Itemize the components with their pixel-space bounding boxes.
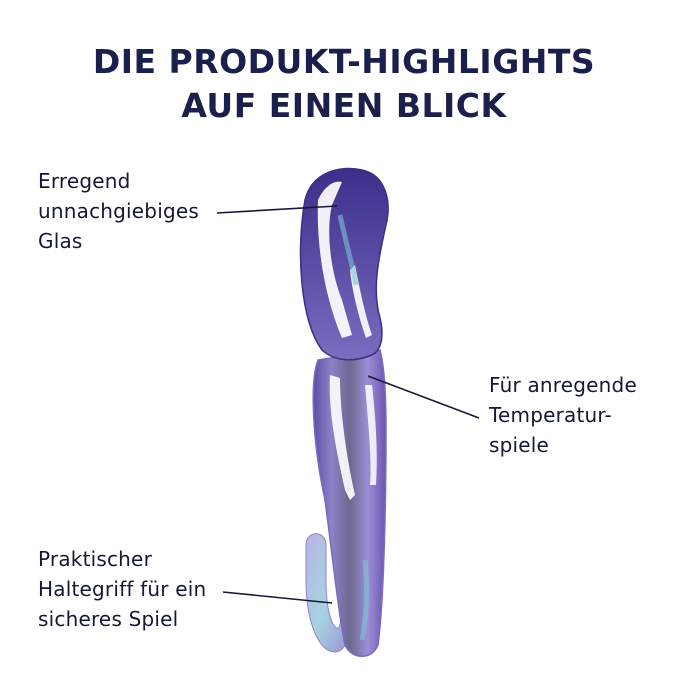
leader-line-3 (222, 591, 333, 604)
highlight-handle: Praktischer Haltegriff für ein sicheres … (38, 544, 206, 634)
highlight-glass-line-2: unnachgiebiges (38, 199, 199, 223)
glass-dildo-icon (299, 167, 389, 657)
highlight-handle-line-1: Praktischer (38, 547, 152, 571)
highlight-temperature: Für anregende Temperatur- spiele (489, 370, 637, 460)
highlight-glass-line-1: Erregend (38, 169, 131, 193)
leader-line-1 (216, 205, 338, 214)
page-title: DIE PRODUKT-HIGHLIGHTS AUF EINEN BLICK (0, 40, 688, 128)
highlight-glass-line-3: Glas (38, 229, 83, 253)
highlight-handle-line-2: Haltegriff für ein (38, 577, 207, 601)
highlight-glass: Erregend unnachgiebiges Glas (38, 166, 199, 256)
title-line-2: AUF EINEN BLICK (181, 86, 507, 125)
highlight-temperature-line-3: spiele (489, 433, 550, 457)
leader-line-2 (367, 375, 480, 419)
highlight-temperature-line-2: Temperatur- (489, 403, 612, 427)
title-line-1: DIE PRODUKT-HIGHLIGHTS (92, 42, 596, 81)
highlight-temperature-line-1: Für anregende (489, 373, 637, 397)
highlight-handle-line-3: sicheres Spiel (38, 607, 179, 631)
